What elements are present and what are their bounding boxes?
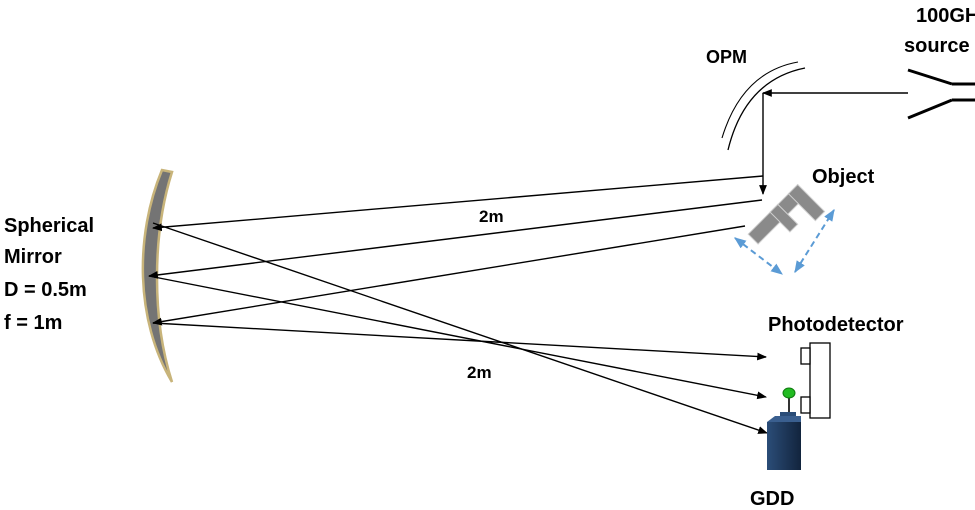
spherical-mirror: [141, 168, 174, 383]
ray-mirror-to-detector-mid: [148, 275, 767, 400]
mirror-label-line2: Mirror: [4, 246, 62, 268]
mirror-label-line4: f = 1m: [4, 312, 62, 334]
ray-object-to-mirror-1: [152, 175, 764, 232]
scan-arrow-diagonal-b: [794, 208, 835, 274]
ray-mirror-to-gdd: [152, 222, 768, 434]
source-horn: [907, 68, 975, 120]
mirror-label-line1: Spherical: [4, 215, 94, 237]
object-target: [747, 183, 826, 245]
source-label-line2: source: [904, 35, 970, 57]
gdd-detector: [767, 412, 801, 470]
laser-spot: [782, 387, 796, 412]
photodetector: [800, 342, 831, 419]
ray-object-to-mirror-3: [152, 225, 746, 326]
distance-label-upper: 2m: [479, 207, 504, 226]
ray-paths: [148, 89, 908, 434]
mirror-label-line3: D = 0.5m: [4, 279, 87, 301]
gdd-label: GDD: [750, 488, 794, 510]
source-label-line1: 100GHz: [916, 5, 975, 27]
opm-mirror: [721, 61, 806, 151]
ray-object-to-mirror-2: [148, 199, 763, 279]
opm-label: OPM: [706, 47, 747, 67]
photodetector-label: Photodetector: [768, 314, 904, 336]
distance-label-lower: 2m: [467, 363, 492, 382]
object-label: Object: [812, 166, 875, 188]
ray-mirror-to-photodetector: [152, 322, 767, 361]
